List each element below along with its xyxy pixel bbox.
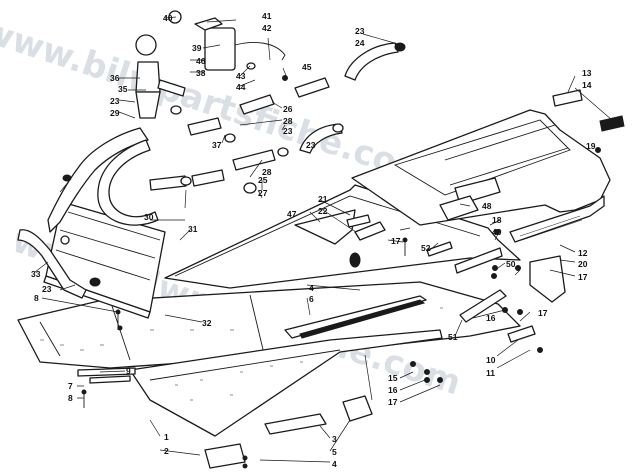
callout-label: 23 [42, 284, 52, 294]
decals [346, 89, 625, 228]
callout-label: 17 [538, 308, 548, 318]
callout-label: 17 [391, 236, 401, 246]
callout-label: 41 [262, 11, 272, 21]
callout-label: 21 [318, 194, 328, 204]
callout-label: 28 [283, 116, 293, 126]
callout-label: 20 [578, 259, 588, 269]
callout-label: 4 [332, 459, 337, 469]
callout-label: 51 [448, 332, 458, 342]
callout-label: 3 [332, 434, 337, 444]
callout-label: 23 [306, 140, 316, 150]
callout-label: 24 [355, 38, 365, 48]
callout-label: 37 [212, 140, 222, 150]
leader-lines [34, 16, 613, 463]
callout-label: 22 [318, 206, 328, 216]
callout-label: 39 [192, 43, 202, 53]
coolant-reservoir [135, 10, 288, 119]
callout-label: 27 [258, 188, 268, 198]
callout-label: 14 [582, 80, 592, 90]
callout-label: 35 [118, 84, 128, 94]
callout-label: 44 [236, 82, 246, 92]
callout-label: 15 [388, 373, 398, 383]
callout-label: 4 [309, 283, 314, 293]
callout-labels: 40 41 42 39 45 23 24 36 46 38 35 43 44 2… [31, 11, 596, 469]
callout-label: 52 [421, 243, 431, 253]
callout-label: 23 [283, 126, 293, 136]
callout-label: 5 [332, 447, 337, 457]
callout-label: 30 [144, 212, 154, 222]
callout-label: 50 [506, 259, 516, 269]
callout-label: 18 [492, 215, 502, 225]
callout-label: 8 [34, 293, 39, 303]
callout-label: 33 [31, 269, 41, 279]
callout-label: 13 [582, 68, 592, 78]
callout-label: 32 [202, 318, 212, 328]
callout-label: 26 [283, 104, 293, 114]
skid-plate [129, 329, 443, 437]
callout-label: 25 [258, 175, 268, 185]
callout-label: 43 [236, 71, 246, 81]
callout-label: 6 [309, 294, 314, 304]
fasteners [81, 147, 601, 469]
callout-label: 40 [163, 13, 173, 23]
callout-label: 17 [578, 272, 588, 282]
callout-label: 45 [302, 62, 312, 72]
callout-label: 48 [482, 201, 492, 211]
coolant-hoses [17, 42, 406, 299]
callout-label: 16 [388, 385, 398, 395]
callout-label: 2 [164, 446, 169, 456]
callout-label: 36 [110, 73, 120, 83]
callout-label: 23 [110, 96, 120, 106]
callout-label: 8 [68, 393, 73, 403]
callout-label: 9 [126, 366, 131, 376]
callout-label: 1 [164, 432, 169, 442]
callout-label: 31 [188, 224, 198, 234]
callout-label: 28 [262, 167, 272, 177]
callout-label: 7 [68, 381, 73, 391]
callout-label: 49 [492, 227, 502, 237]
callout-label: 46 [196, 56, 206, 66]
callout-label: 38 [196, 68, 206, 78]
callout-label: 19 [586, 141, 596, 151]
callout-label: 17 [388, 397, 398, 407]
center-bar [284, 295, 427, 339]
callout-label: 11 [486, 368, 495, 378]
callout-label: 42 [262, 23, 272, 33]
callout-label: 47 [287, 209, 297, 219]
brackets [204, 195, 536, 469]
callout-label: 23 [355, 26, 365, 36]
callout-label: 12 [578, 248, 588, 258]
callout-label: 10 [486, 355, 496, 365]
callout-label: 29 [110, 108, 120, 118]
callout-label: 16 [486, 313, 496, 323]
